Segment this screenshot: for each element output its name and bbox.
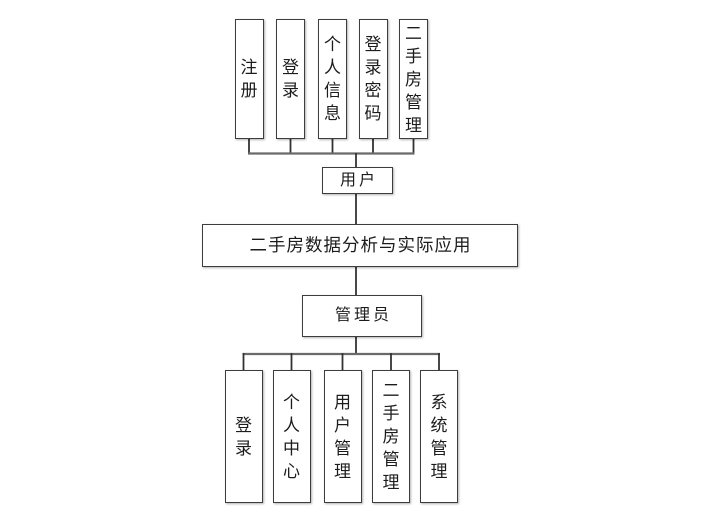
node-user-login-label: 登录 <box>282 58 299 100</box>
node-admin-login: 登录 <box>224 370 263 503</box>
node-root-title-label: 二手房数据分析与实际应用 <box>249 234 472 255</box>
node-register-label: 注册 <box>240 58 258 100</box>
node-admin-label: 管理员 <box>334 307 392 324</box>
node-login-password: 登录密码 <box>358 19 388 139</box>
node-admin: 管理员 <box>302 295 422 337</box>
node-user-management: 用户管理 <box>323 370 362 503</box>
node-login-password-label: 登录密码 <box>364 35 382 123</box>
node-system-management: 系统管理 <box>420 370 458 503</box>
node-admin-login-label: 登录 <box>235 415 252 458</box>
node-admin-house-management-label: 二手房管理 <box>382 381 400 492</box>
node-user-login: 登录 <box>276 19 305 139</box>
node-system-management-label: 系统管理 <box>430 392 448 481</box>
node-user-label: 用户 <box>339 171 378 189</box>
node-user-house-management-label: 二手房管理 <box>405 23 422 135</box>
node-personal-info-label: 个人信息 <box>324 35 341 123</box>
node-personal-center: 个人中心 <box>272 370 311 503</box>
node-register: 注册 <box>234 19 264 139</box>
node-user-house-management: 二手房管理 <box>399 19 428 139</box>
node-user-management-label: 用户管理 <box>334 392 351 481</box>
node-personal-center-label: 个人中心 <box>283 392 300 481</box>
node-root-title: 二手房数据分析与实际应用 <box>202 224 518 267</box>
node-user: 用户 <box>322 167 393 194</box>
node-admin-house-management: 二手房管理 <box>372 370 410 503</box>
node-personal-info: 个人信息 <box>318 19 347 139</box>
